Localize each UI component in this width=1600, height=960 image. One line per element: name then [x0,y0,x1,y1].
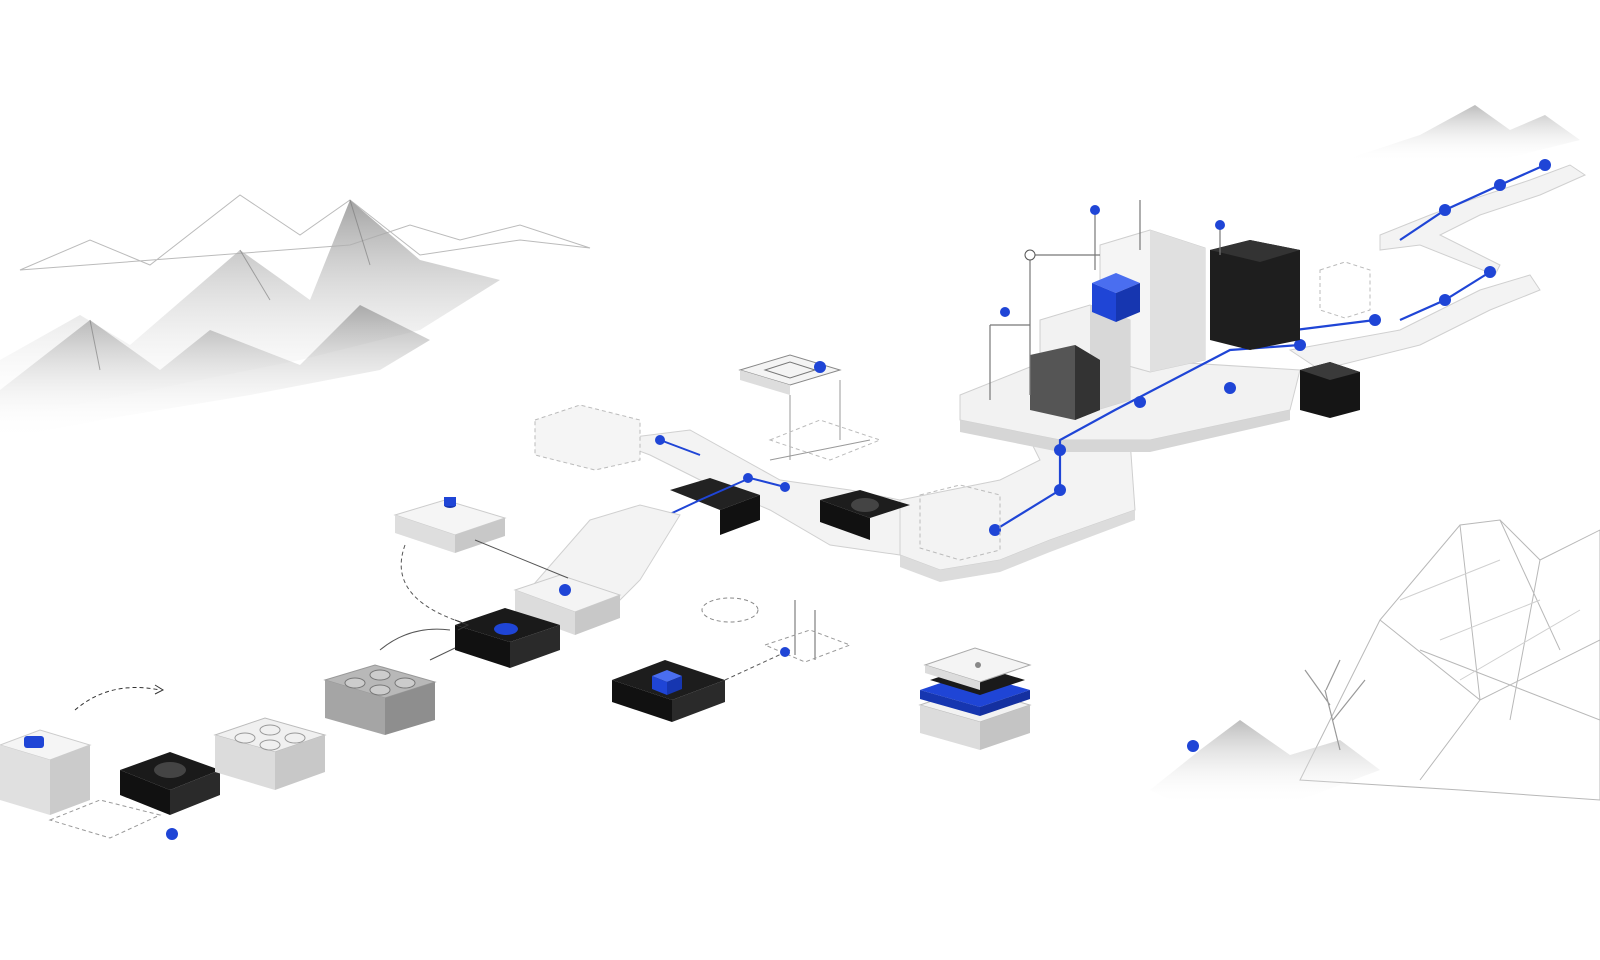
dashed-arrow-icon [74,619,470,711]
mountain-range-left [0,194,591,440]
path-middle [534,354,1001,561]
small-mountain-bottom-right [1150,659,1380,805]
mountain-range-top-right [1350,105,1580,162]
layered-stack-icon [918,647,1032,750]
blue-cube-icon [1092,273,1140,322]
path-connector [513,504,681,635]
floating-tile [393,497,569,626]
path-right [899,159,1587,582]
wireframe-mountain-right [1299,519,1600,801]
blue-node-icon [1187,740,1199,752]
block-chain-left [0,608,560,840]
building-cluster [989,200,1371,420]
dark-block-blue-cube [612,597,852,722]
